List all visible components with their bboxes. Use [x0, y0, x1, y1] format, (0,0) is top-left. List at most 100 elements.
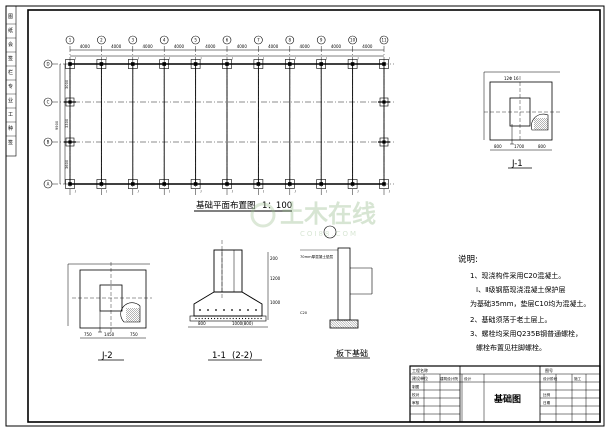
plan-footing-mark: J	[388, 189, 390, 193]
binding-strip-char: 业	[8, 97, 13, 104]
plan-footing-mark: J	[388, 56, 390, 60]
tb-project-label: 工程名称	[412, 367, 428, 373]
plan-column	[288, 62, 292, 66]
plan-footing	[316, 59, 327, 69]
plan-dim-text: 4000	[205, 44, 216, 49]
section-rebar-dot	[199, 309, 201, 311]
section-rebar-dot	[231, 309, 233, 311]
plan-dim-text: 4000	[268, 44, 279, 49]
sheet-border	[5, 5, 605, 427]
hatch-line	[533, 119, 545, 131]
hatch-line	[539, 117, 549, 127]
plan-axis-label: 8	[289, 38, 292, 43]
notes-line-1: 1、现浇构件采用C20混凝土。	[470, 271, 565, 280]
plan-column	[319, 62, 323, 66]
hatch-line	[355, 319, 359, 323]
plan-footing-mark: J	[168, 189, 170, 193]
section-aggregate-dot	[232, 317, 234, 320]
binding-strip-char: 签	[8, 139, 13, 146]
j1-title: J-1	[511, 159, 523, 169]
hatch-line	[533, 125, 539, 131]
plan-axis-label: C	[47, 100, 50, 105]
tb-draw-label: 制图	[412, 384, 420, 389]
section-aggregate-dot	[214, 317, 216, 320]
plan-footing-mark: J	[105, 56, 107, 60]
plan-column	[162, 62, 166, 66]
plan-footing	[222, 59, 232, 69]
plan-footing-mark: J	[294, 189, 296, 193]
plan-dim-text: 4000	[111, 44, 122, 49]
plan-footing	[190, 179, 201, 189]
plan-axis-label: 3	[132, 38, 135, 43]
hatch-line	[125, 313, 135, 323]
plan-footing-mark: J	[200, 56, 202, 60]
plan-column	[319, 182, 323, 186]
section-aggregate-dot	[238, 317, 240, 320]
j2-dim-left: 750	[84, 332, 92, 337]
plan-column	[162, 182, 166, 186]
plan-footing	[379, 179, 389, 189]
plan-column	[131, 62, 135, 66]
hatch-line	[345, 319, 355, 329]
plan-dim-text: 4000	[331, 44, 342, 49]
section-title-alt: (2-2)	[232, 351, 253, 361]
plan-axis-label: 7	[257, 38, 260, 43]
hatch-line	[329, 325, 333, 329]
hatch-line	[535, 117, 549, 131]
section-rebar-dot	[223, 309, 225, 311]
plan-footing	[190, 59, 201, 69]
plan-axis-bubble	[43, 97, 53, 107]
plan-dim-text: 9900	[55, 120, 59, 130]
tb-date-label: 日期	[543, 400, 551, 405]
plan-footing	[379, 137, 389, 147]
j1-rebar-mesh	[531, 113, 549, 131]
j1-dim-left: 800	[494, 144, 502, 149]
section-aggregate-dot	[195, 317, 197, 320]
plan-column	[382, 182, 386, 186]
j2-title: J-2	[101, 351, 113, 361]
hatch-line	[125, 315, 133, 323]
binding-strip-char: 纸	[8, 27, 13, 34]
hatch-line	[333, 319, 343, 329]
plan-axis-label: 4	[163, 38, 166, 43]
hatch-line	[125, 317, 131, 323]
title-block: 工程名称 图号 建设单位 建筑设计院 设计 设计阶段 施工 制图 校对 审核 比…	[409, 365, 601, 423]
plan-column	[131, 182, 135, 186]
binding-strip-char: 会	[8, 41, 13, 48]
plan-dim-text: 3000	[65, 79, 69, 89]
plan-footing-mark: J	[231, 56, 233, 60]
section-aggregate-dot	[235, 317, 237, 320]
plan-dim-text: 3600	[65, 159, 69, 169]
plan-column	[256, 62, 261, 66]
plan-footing	[128, 59, 138, 69]
plan-dim-text: 4000	[80, 44, 91, 49]
plan-axis-bubble	[316, 35, 326, 45]
section-dim-top: 200	[270, 256, 278, 261]
plan-dim-text: 4000	[362, 44, 373, 49]
plan-footing-mark: J	[105, 189, 107, 193]
hatch-line	[348, 319, 357, 329]
plan-footing-mark: J	[357, 56, 359, 60]
plan-axis-bubble	[43, 137, 53, 147]
plan-footing	[96, 59, 107, 69]
sheet-inner-border	[27, 9, 601, 423]
hatch-line	[125, 307, 141, 323]
plan-footing-mark: J	[294, 56, 296, 60]
hatch-line	[341, 319, 350, 329]
plan-footing	[159, 179, 169, 189]
section-rebar-dot	[207, 309, 209, 311]
plan-axis-bubble	[65, 35, 75, 45]
plan-axis-label: B	[47, 140, 50, 145]
hatch-line	[533, 117, 547, 131]
hatch-line	[541, 117, 549, 125]
plan-dim-text: 4000	[143, 44, 154, 49]
section-aggregate-dot	[241, 317, 244, 320]
plan-footing	[65, 179, 75, 189]
hatch-line	[329, 320, 338, 329]
hatch-line	[545, 117, 549, 121]
binding-strip-char: 种	[8, 125, 13, 132]
plan-footing-mark: J	[231, 189, 233, 193]
plan-column	[68, 62, 72, 66]
